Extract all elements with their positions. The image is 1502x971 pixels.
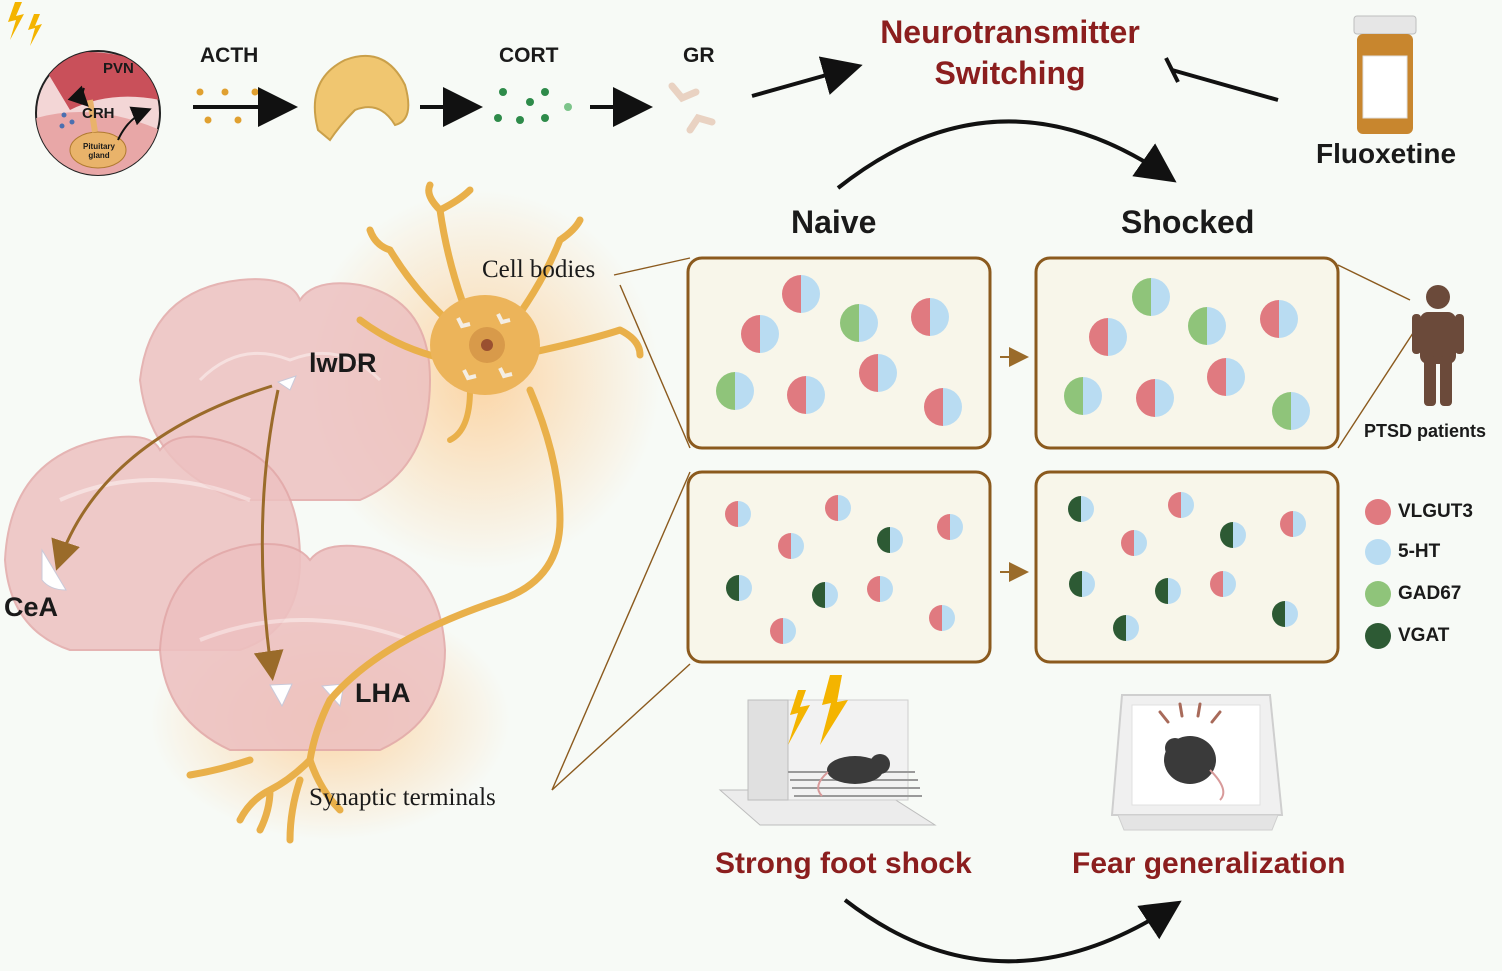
lwdr-region <box>276 375 297 391</box>
title-line1: Neurotransmitter <box>880 14 1140 50</box>
naive-terminals <box>725 495 963 644</box>
panel-arrows <box>1000 347 1029 582</box>
gr-to-switching-arrow <box>751 56 863 98</box>
synaptic-terminals-label: Synaptic terminals <box>309 784 496 811</box>
fluoxetine-label: Fluoxetine <box>1316 138 1457 169</box>
naive-cell-bodies <box>716 275 962 426</box>
legend-label-vlgut3: VLGUT3 <box>1398 501 1473 522</box>
legend-swatch-vlgut3 <box>1365 499 1391 525</box>
cort-label: CORT <box>499 44 559 67</box>
lha-label: LHA <box>355 678 411 708</box>
pill-bottle-icon <box>1353 15 1417 134</box>
legend-label-vgat: VGAT <box>1398 625 1450 646</box>
shock-to-fear-arrow <box>843 898 1182 964</box>
neuron-receptors <box>456 313 513 381</box>
inhibition-line <box>1164 57 1279 102</box>
shocked-label: Shocked <box>1121 204 1255 240</box>
shocked-cell-bodies <box>1064 278 1310 430</box>
lightning-icon <box>8 2 42 46</box>
naive-label: Naive <box>791 204 877 240</box>
legend-swatch-vgat <box>1365 623 1391 649</box>
legend-label-gad67: GAD67 <box>1398 583 1462 604</box>
fear-box-icon <box>1110 694 1284 831</box>
fear-generalization-label: Fear generalization <box>1072 847 1346 880</box>
naive-to-shocked-arrow <box>836 119 1177 190</box>
brain-slice-bottom <box>158 543 447 751</box>
cort-dots <box>494 88 572 124</box>
legend-swatch-5ht <box>1365 539 1391 565</box>
acth-dots <box>196 88 259 124</box>
acth-label: ACTH <box>200 44 259 67</box>
crh-label: CRH <box>82 105 115 122</box>
cea-label: CeA <box>4 592 59 622</box>
strong-foot-shock-label: Strong foot shock <box>715 847 972 880</box>
projection-arrow-lha <box>253 389 284 681</box>
legend-swatch-gad67 <box>1365 581 1391 607</box>
shocked-terminals <box>1068 492 1306 641</box>
lwdr-label: lwDR <box>309 348 377 378</box>
receptor-icon <box>668 82 716 134</box>
cell-bodies-label: Cell bodies <box>482 256 596 283</box>
pituitary-label: Pituitary gland <box>82 142 115 160</box>
adrenal-gland-icon <box>313 55 410 142</box>
projection-arrow-cea <box>51 384 273 571</box>
legend-label-5ht: 5-HT <box>1398 541 1441 562</box>
neuron-icon <box>186 181 644 844</box>
title-line2: Switching <box>934 55 1086 91</box>
lha-region <box>269 683 293 708</box>
gr-label: GR <box>683 44 715 67</box>
panels <box>686 256 1340 664</box>
shock-box-icon <box>718 699 937 826</box>
ptsd-patients-label: PTSD patients <box>1364 421 1487 441</box>
zoom-lines <box>551 257 1416 791</box>
pvn-label: PVN <box>103 60 134 77</box>
hpa-circle <box>35 50 161 176</box>
person-icon <box>1412 285 1464 406</box>
shock-lightning-icon <box>788 675 848 745</box>
